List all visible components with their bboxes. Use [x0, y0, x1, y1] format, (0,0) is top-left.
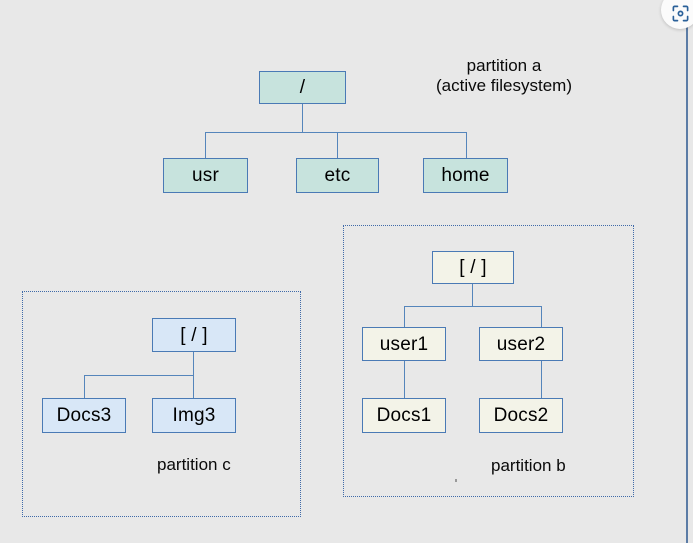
right-edge-rule	[686, 0, 688, 543]
partition-c-container	[22, 291, 301, 517]
node-etc[interactable]: etc	[296, 158, 379, 193]
partition-b-container	[343, 225, 634, 497]
node-user1[interactable]: user1	[362, 327, 446, 361]
node-root-a[interactable]: /	[259, 71, 346, 104]
connector-a-to-etc	[337, 132, 338, 158]
node-home[interactable]: home	[423, 158, 508, 193]
node-usr[interactable]: usr	[163, 158, 248, 193]
node-docs3[interactable]: Docs3	[42, 398, 126, 433]
connector-user1-to-docs1	[404, 361, 405, 398]
node-root-b[interactable]: [ / ]	[432, 251, 514, 284]
connector-b-bus	[404, 306, 542, 307]
node-root-c[interactable]: [ / ]	[152, 318, 236, 352]
connector-user2-to-docs2	[541, 361, 542, 398]
connector-a-to-home	[466, 132, 467, 158]
connector-root-a-stem	[302, 104, 303, 133]
node-user2[interactable]: user2	[479, 327, 563, 361]
partition-a-label: partition a (active filesystem)	[409, 56, 599, 96]
connector-b-to-user2	[541, 306, 542, 327]
connector-c-to-docs3	[84, 375, 85, 398]
partition-a-label-line1: partition a	[466, 56, 542, 75]
partition-c-label: partition c	[157, 455, 231, 474]
scan-focus-button[interactable]	[661, 0, 693, 29]
connector-c-bus	[84, 375, 194, 376]
partition-a-label-line2: (active filesystem)	[435, 76, 573, 95]
stray-speck	[455, 479, 457, 482]
connector-b-to-user1	[404, 306, 405, 327]
scan-focus-icon	[671, 4, 690, 23]
node-docs2[interactable]: Docs2	[479, 398, 563, 433]
connector-a-bus	[205, 132, 467, 133]
node-docs1[interactable]: Docs1	[362, 398, 446, 433]
connector-root-b-stem	[472, 284, 473, 307]
node-img3[interactable]: Img3	[152, 398, 236, 433]
connector-a-to-usr	[205, 132, 206, 158]
partition-b-label: partition b	[491, 456, 566, 475]
